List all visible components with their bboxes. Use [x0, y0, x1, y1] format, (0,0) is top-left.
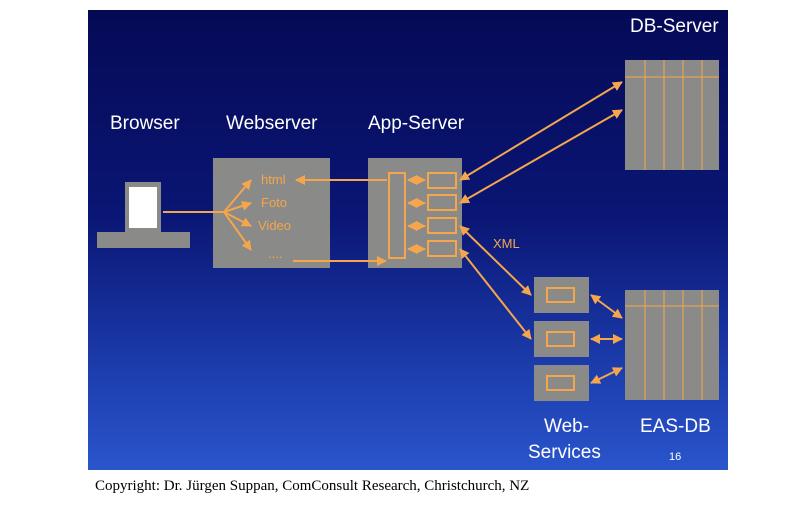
eas-db-box: [625, 290, 719, 400]
eas-db-label: EAS-DB: [640, 416, 711, 437]
copyright-text: Copyright: Dr. Jürgen Suppan, ComConsult…: [95, 478, 530, 494]
web-services-label-line1: Web-: [544, 416, 590, 437]
page-number: 16: [669, 451, 682, 463]
connection-arrows: [163, 81, 623, 384]
app-server-label: App-Server: [368, 113, 465, 134]
webserver-box: [213, 158, 330, 268]
webserver-label: Webserver: [226, 113, 318, 134]
app-server-box: [368, 158, 462, 268]
architecture-diagram: [97, 60, 719, 401]
browser-label: Browser: [110, 113, 180, 134]
webserver-item-foto: Foto: [261, 195, 288, 210]
slide: Browser Webserver App-Server DB-Server W…: [88, 10, 728, 470]
web-services-label-line2: Services: [528, 442, 601, 463]
webserver-item-video: Video: [258, 218, 292, 233]
webserver-item-html: html: [261, 172, 286, 187]
web-services-boxes: [534, 277, 589, 401]
webserver-item-ellipsis: ....: [268, 246, 283, 261]
browser-computer-icon: [97, 182, 190, 248]
db-server-label: DB-Server: [630, 16, 719, 37]
xml-label: XML: [493, 236, 520, 251]
db-server-box: [625, 60, 719, 170]
